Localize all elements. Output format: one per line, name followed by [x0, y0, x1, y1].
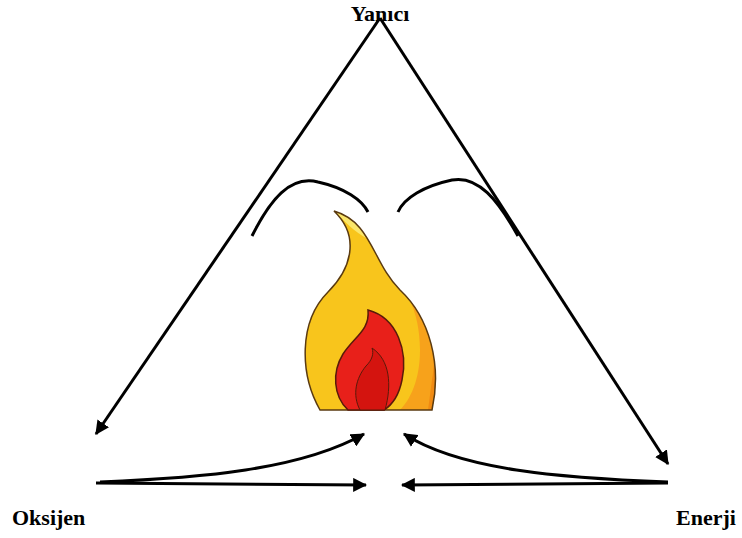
- triangle-side: [380, 18, 668, 464]
- flame-outline: [305, 211, 435, 410]
- flame-inner: [336, 310, 404, 410]
- corner-label-top: Yanıcı: [351, 2, 410, 26]
- corner-label: Oksijen: [12, 506, 85, 530]
- triangle: [96, 18, 668, 485]
- flame-band: [405, 280, 460, 410]
- flame: [305, 211, 460, 410]
- corner-label: Enerji: [676, 506, 736, 530]
- triangle-side: [402, 483, 668, 485]
- curved-arrow: [404, 434, 668, 482]
- curved-arrow: [398, 179, 518, 236]
- flame-core: [356, 348, 389, 410]
- triangle-side: [96, 483, 366, 485]
- curved-arrow: [100, 434, 364, 482]
